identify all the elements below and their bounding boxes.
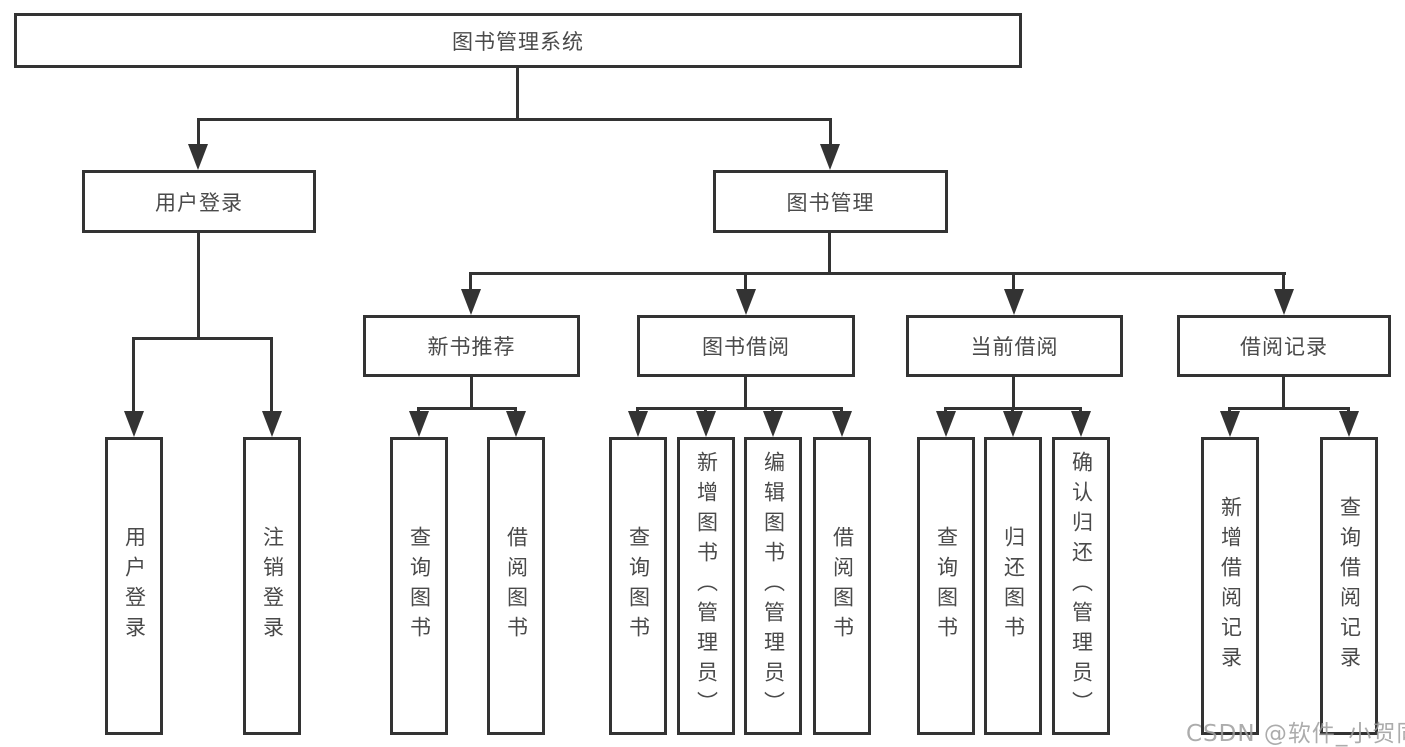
connector-user-login-branch: [132, 337, 273, 340]
node-label: 图书管理系统: [452, 29, 584, 54]
connector-level3-drop: [1282, 272, 1285, 292]
connector-leaf-branch: [1228, 407, 1350, 410]
node-book-management: 图书管理: [713, 170, 948, 233]
arrow-down-icon: [188, 144, 208, 170]
connector-leaf-drop: [132, 337, 135, 415]
arrow-down-icon: [506, 411, 526, 437]
arrow-down-icon: [409, 411, 429, 437]
node-book-borrowing: 图书借阅: [637, 315, 855, 377]
connector-user-login-stem: [197, 233, 200, 339]
arrow-down-icon: [1003, 411, 1023, 437]
leaf-user-login: 用户登录: [105, 437, 163, 735]
connector-book-mgmt-stem: [828, 233, 831, 274]
arrow-down-icon: [461, 289, 481, 315]
leaf-label: 借阅图书: [504, 526, 529, 646]
arrow-down-icon: [1274, 289, 1294, 315]
node-new-book-recommendation: 新书推荐: [363, 315, 580, 377]
arrow-down-icon: [1004, 289, 1024, 315]
leaf-query-books-current: 查询图书: [917, 437, 975, 735]
leaf-label: 新增借阅记录: [1218, 496, 1243, 676]
connector-level2-branch: [197, 118, 831, 121]
connector-level3-drop: [469, 272, 472, 292]
connector-root-stem: [516, 68, 519, 120]
leaf-label: 借阅图书: [830, 526, 855, 646]
leaf-add-borrow-record: 新增借阅记录: [1201, 437, 1259, 735]
node-label: 当前借阅: [970, 335, 1059, 359]
node-label: 用户登录: [155, 190, 243, 215]
leaf-query-books-recommend: 查询图书: [390, 437, 448, 735]
connector-level3-branch: [469, 272, 1286, 275]
connector-stem: [1012, 377, 1015, 409]
arrow-down-icon: [124, 411, 144, 437]
leaf-logout: 注销登录: [243, 437, 301, 735]
leaf-borrow-books-recommend: 借阅图书: [487, 437, 545, 735]
leaf-query-borrow-record: 查询借阅记录: [1320, 437, 1378, 735]
arrow-down-icon: [1220, 411, 1240, 437]
leaf-borrow-books: 借阅图书: [813, 437, 871, 735]
leaf-label: 查询借阅记录: [1337, 496, 1362, 676]
node-label: 图书借阅: [702, 335, 790, 359]
leaf-query-books-borrow: 查询图书: [609, 437, 667, 735]
connector-stem: [744, 377, 747, 409]
connector-user-login-drop: [197, 118, 200, 148]
leaf-label: 新增图书（管理员）: [694, 451, 719, 721]
node-label: 新书推荐: [427, 335, 516, 359]
arrow-down-icon: [820, 144, 840, 170]
connector-leaf-branch: [636, 407, 843, 410]
leaf-label: 查询图书: [934, 526, 959, 646]
arrow-down-icon: [696, 411, 716, 437]
node-user-login: 用户登录: [82, 170, 316, 233]
node-label: 图书管理: [786, 190, 875, 215]
arrow-down-icon: [736, 289, 756, 315]
connector-leaf-drop: [270, 337, 273, 415]
leaf-label: 用户登录: [122, 526, 147, 646]
leaf-confirm-return-admin: 确认归还（管理员）: [1052, 437, 1110, 735]
arrow-down-icon: [936, 411, 956, 437]
connector-level3-drop: [1012, 272, 1015, 292]
arrow-down-icon: [262, 411, 282, 437]
node-label: 借阅记录: [1240, 335, 1328, 359]
node-library-management-system: 图书管理系统: [14, 13, 1022, 68]
connector-book-mgmt-drop: [829, 118, 832, 148]
arrow-down-icon: [628, 411, 648, 437]
node-borrowing-records: 借阅记录: [1177, 315, 1391, 377]
leaf-label: 查询图书: [407, 526, 432, 646]
leaf-add-books-admin: 新增图书（管理员）: [677, 437, 735, 735]
leaf-label: 确认归还（管理员）: [1069, 451, 1094, 721]
watermark: CSDN @软件_小贺同学: [1186, 721, 1405, 747]
node-current-borrowing: 当前借阅: [906, 315, 1123, 377]
leaf-label: 查询图书: [626, 526, 651, 646]
leaf-label: 归还图书: [1001, 526, 1026, 646]
leaf-return-books: 归还图书: [984, 437, 1042, 735]
connector-level3-drop: [744, 272, 747, 292]
leaf-edit-books-admin: 编辑图书（管理员）: [744, 437, 802, 735]
arrow-down-icon: [763, 411, 783, 437]
leaf-label: 注销登录: [260, 526, 285, 646]
arrow-down-icon: [1071, 411, 1091, 437]
connector-stem: [470, 377, 473, 409]
connector-leaf-branch: [417, 407, 517, 410]
arrow-down-icon: [832, 411, 852, 437]
leaf-label: 编辑图书（管理员）: [761, 451, 786, 721]
arrow-down-icon: [1339, 411, 1359, 437]
connector-stem: [1282, 377, 1285, 409]
